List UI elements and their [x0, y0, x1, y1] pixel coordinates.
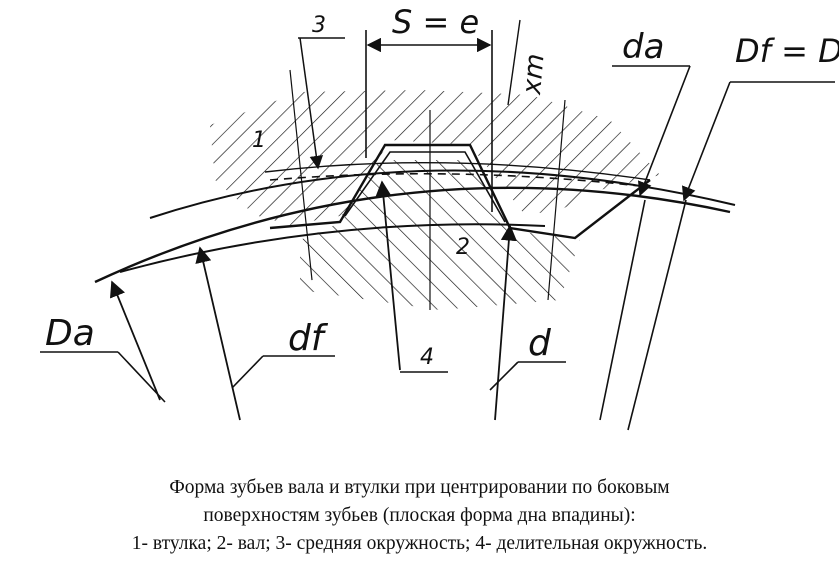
radial-hub-a	[289, 69, 313, 281]
label-Da-big: Dа	[45, 313, 95, 354]
label-df: df	[288, 318, 329, 359]
arc-dashed-mean	[269, 172, 641, 187]
leader-Df	[681, 81, 731, 202]
caption-line-1: Форма зубьев вала и втулки при центриров…	[169, 477, 670, 498]
hub-hatched-region	[210, 90, 660, 225]
radial-df	[195, 246, 241, 421]
xm-leader	[507, 19, 521, 106]
tooth-profile-inner	[344, 151, 506, 223]
caption-line-3: 1- втулка; 2- вал; 3- средняя окружность…	[131, 533, 708, 554]
radial-da	[599, 199, 646, 421]
leader-d-diag	[489, 361, 519, 391]
spline-tooth-diagram: S = e xm 3 1 2 dа Df = D Dа df 4 d	[40, 3, 839, 431]
arc-inner	[119, 223, 546, 273]
radial-Df	[627, 199, 687, 431]
leader-df-diag	[231, 355, 264, 389]
figure-caption: Форма зубьев вала и втулки при центриров…	[0, 474, 839, 558]
arc-Da	[94, 186, 731, 284]
leader-Da-diag	[117, 351, 166, 403]
label-1: 1	[252, 128, 266, 153]
label-xm: xm	[517, 52, 551, 96]
label-s-eq-e: S = e	[392, 3, 479, 41]
leader-da	[637, 65, 691, 197]
label-d: d	[528, 323, 552, 364]
tooth-profile	[269, 143, 651, 240]
radial-Da	[109, 280, 161, 401]
label-da-small: dа	[622, 27, 664, 67]
radial-d	[494, 224, 517, 421]
label-4: 4	[420, 345, 434, 370]
label-2: 2	[456, 235, 470, 260]
label-Df-eq-D: Df = D	[735, 32, 839, 70]
radial-4	[375, 180, 401, 371]
caption-line-2: поверхностям зубьев (плоская форма дна в…	[203, 505, 636, 526]
radial-hub-b	[547, 99, 566, 301]
label-3: 3	[312, 13, 326, 38]
leader-3	[299, 37, 324, 170]
